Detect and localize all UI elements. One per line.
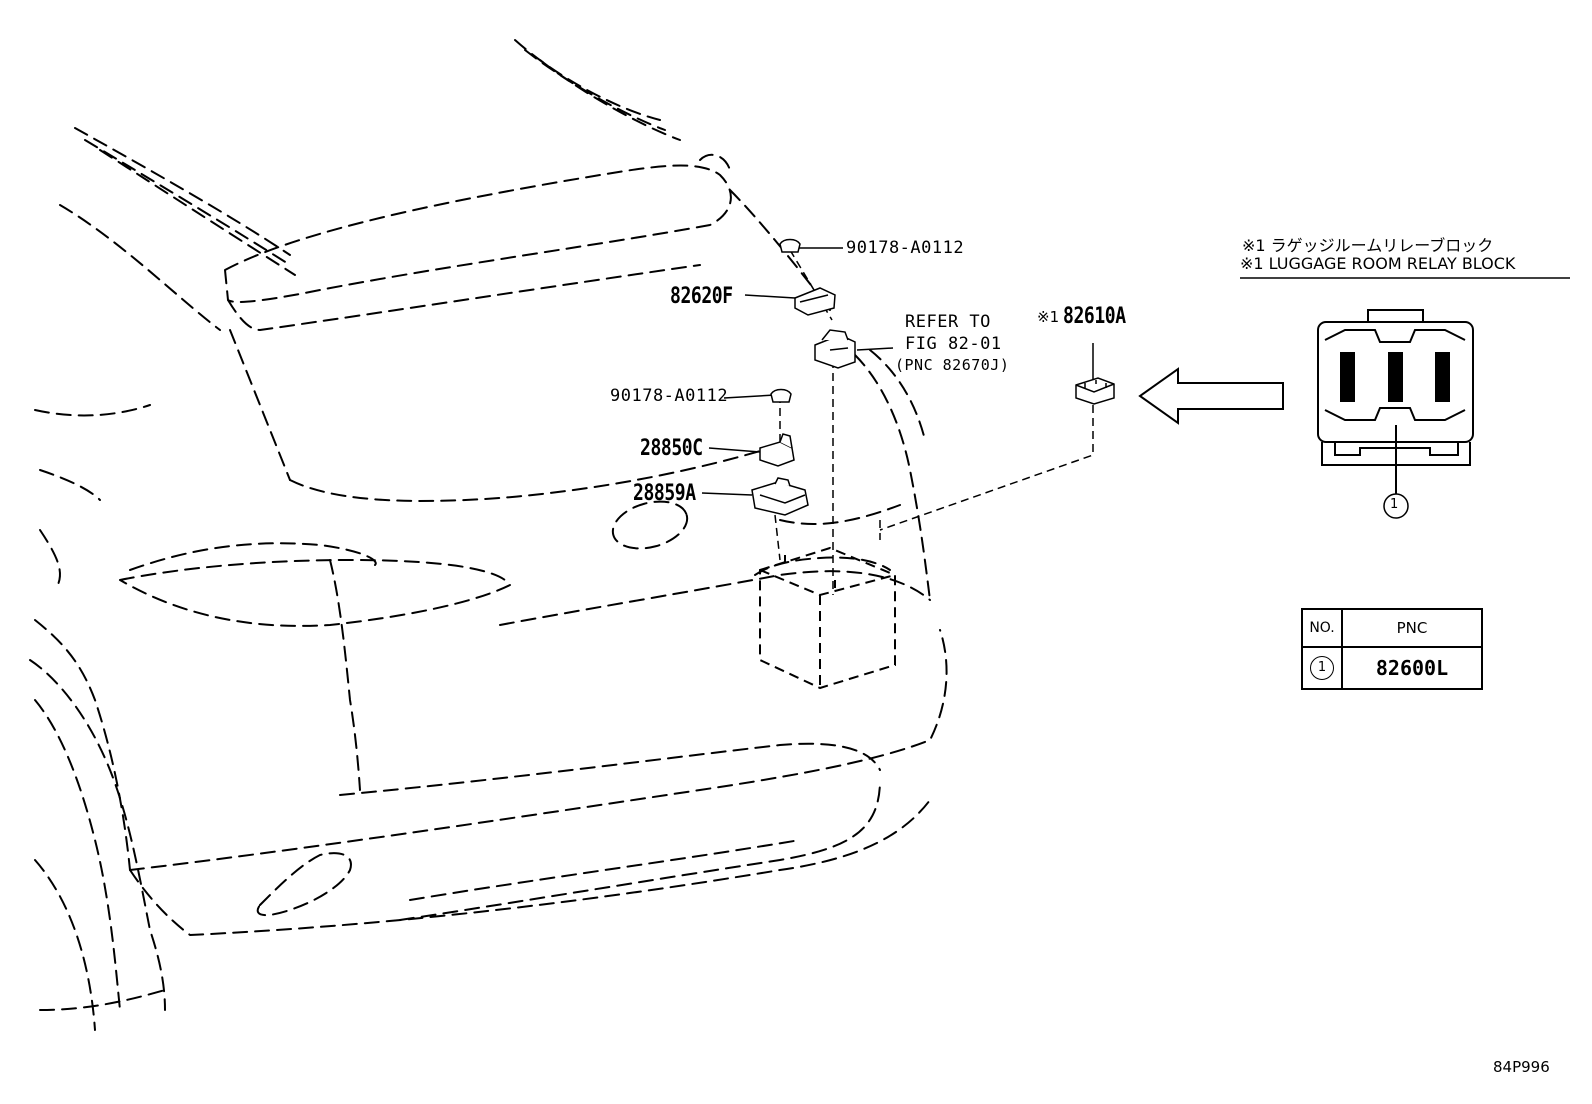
part-label-holder: 28859A bbox=[633, 481, 696, 506]
callout-number: 1 bbox=[1390, 497, 1399, 512]
table-header-row: NO. PNC bbox=[1301, 608, 1483, 648]
figure-code: 84P996 bbox=[1493, 1058, 1550, 1076]
table-cell-no: 1 bbox=[1301, 646, 1343, 690]
part-label-clamp: 28850C bbox=[640, 436, 703, 461]
relay-block-mark: ※1 bbox=[1037, 308, 1060, 326]
note-japanese: ※1 ラゲッジルームリレーブロック bbox=[1242, 236, 1494, 255]
refer-line-2: FIG 82-01 bbox=[905, 334, 1002, 354]
pnc-table: NO. PNC 1 82600L bbox=[1301, 608, 1483, 690]
table-cell-pnc: 82600L bbox=[1341, 646, 1483, 690]
part-label-bracket: 82620F bbox=[670, 284, 733, 309]
part-label-clip-top: 90178-A0112 bbox=[846, 238, 965, 258]
note-english: ※1 LUGGAGE ROOM RELAY BLOCK bbox=[1240, 254, 1516, 273]
part-label-relay-block: 82610A bbox=[1063, 304, 1126, 329]
refer-line-1: REFER TO bbox=[905, 312, 991, 332]
refer-line-3: (PNC 82670J) bbox=[895, 356, 1010, 374]
table-header-no: NO. bbox=[1301, 608, 1343, 648]
table-row: 1 82600L bbox=[1301, 646, 1483, 690]
part-label-clip-mid: 90178-A0112 bbox=[610, 386, 729, 406]
row-number-circle: 1 bbox=[1310, 656, 1334, 680]
table-header-pnc: PNC bbox=[1341, 608, 1483, 648]
